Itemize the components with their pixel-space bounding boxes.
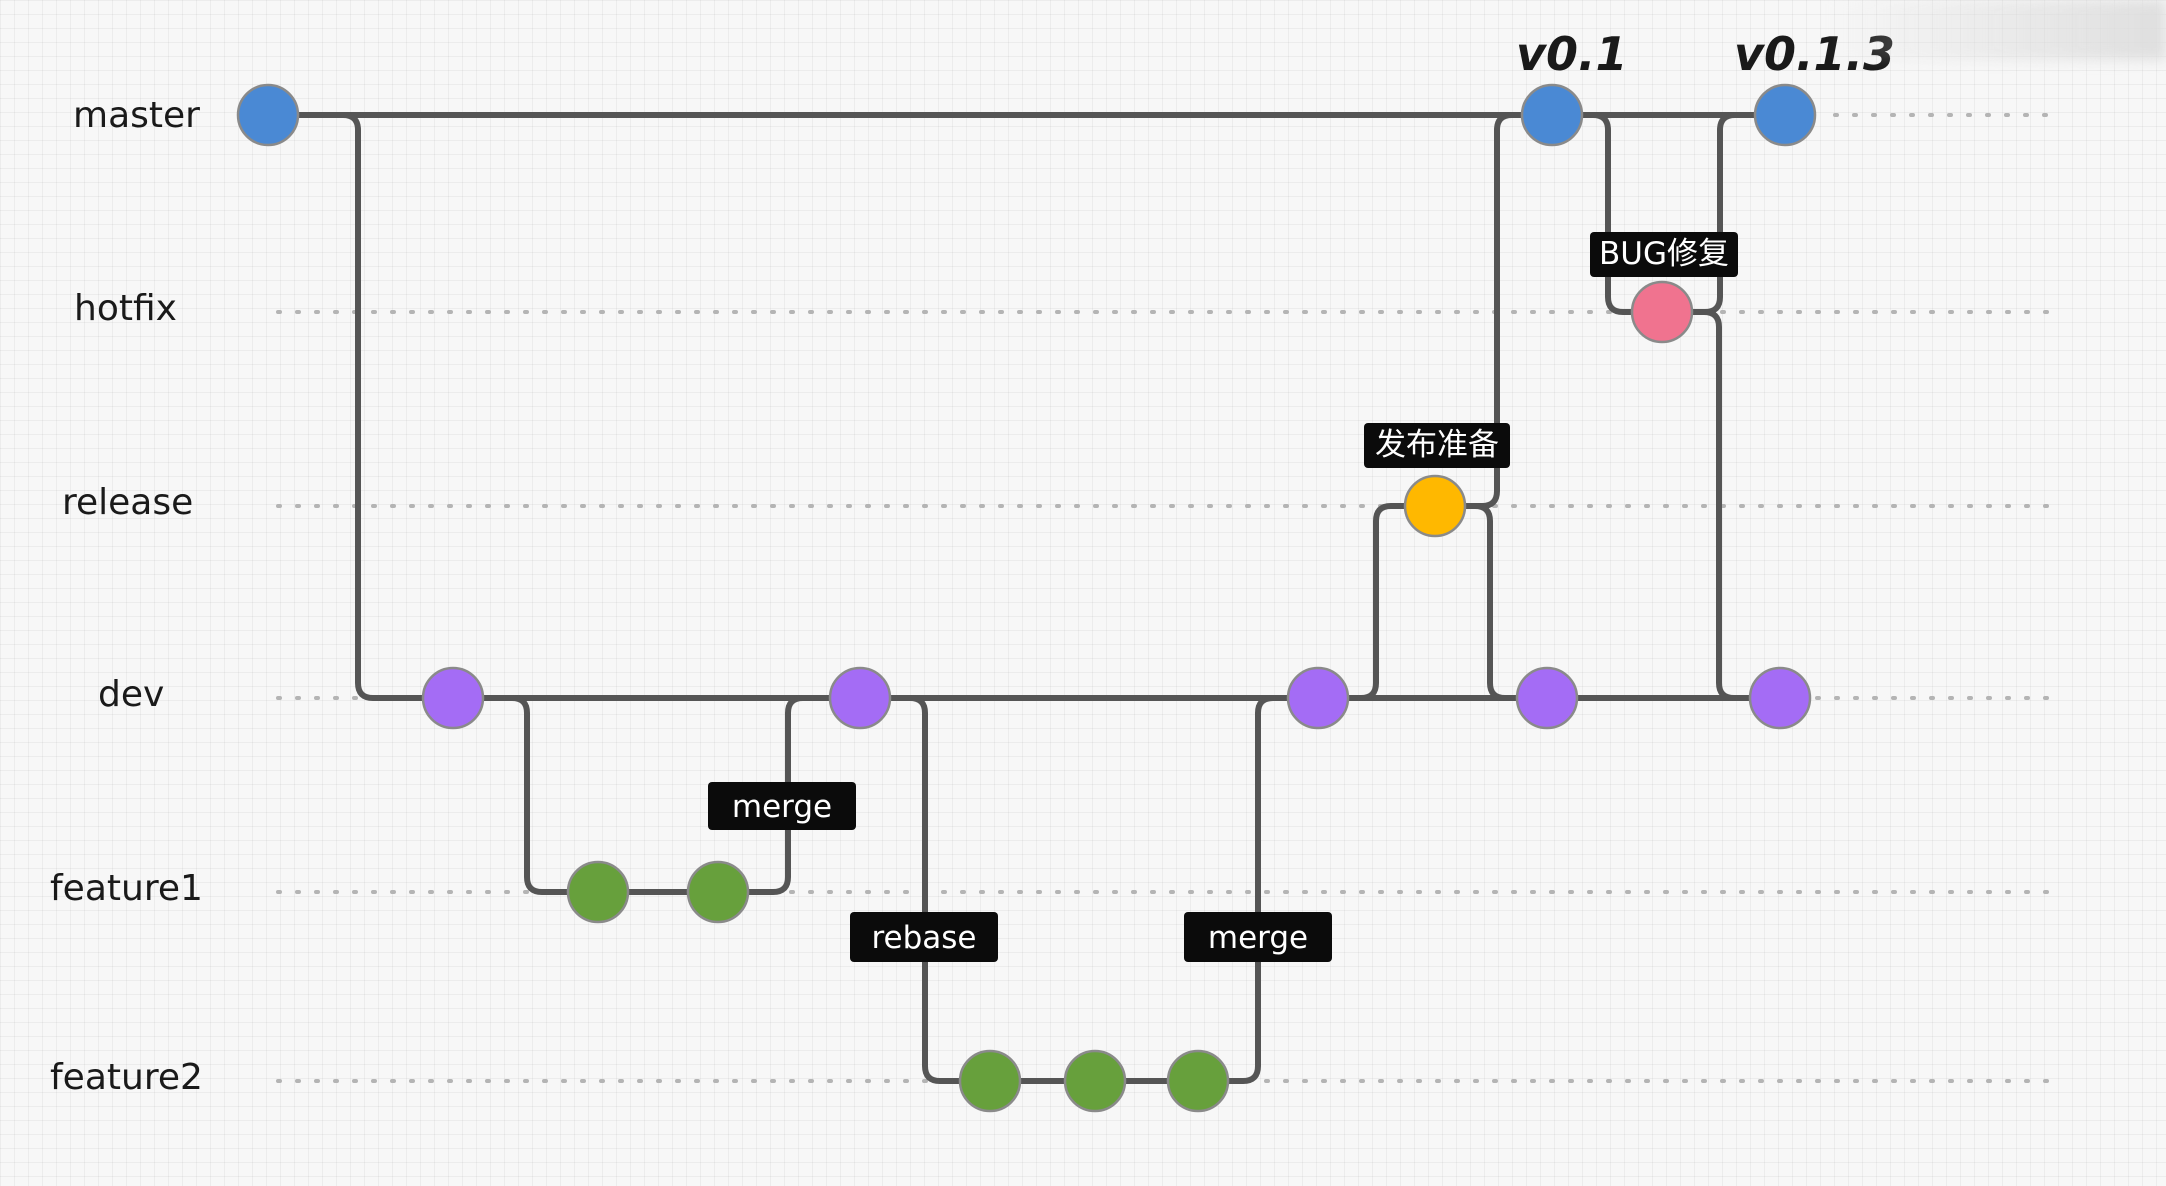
commit-master-v0-1 [1520,83,1584,147]
edge-feature2-merge [1195,695,1321,1084]
tag-merge-feature1: merge [708,782,856,830]
tag-bugfix: BUG修复 [1590,232,1738,277]
commit-dev-2 [828,666,892,730]
tag-rebase-feature2: rebase [850,912,998,962]
commit-dev-5 [1748,666,1812,730]
commit-dev-3 [1286,666,1350,730]
commit-feature2-1 [958,1049,1022,1113]
edge-master-to-dev [292,112,428,701]
branch-label-master: master [73,95,200,136]
edge-hotfix-to-dev [1659,309,1783,701]
edge-dev-to-feature1 [482,695,575,895]
branch-label-dev: dev [98,674,164,715]
branch-label-feature1: feature1 [50,868,203,909]
tag-merge-feature1-text: merge [732,789,832,825]
commit-dev-4 [1515,666,1579,730]
commits [236,83,1817,1113]
edge-dev-to-feature2-rebase [857,695,993,1084]
version-tags: v0.1 v0.1.3 [1516,27,1895,81]
commit-master-v0-1-3 [1753,83,1817,147]
branch-labels: master hotfix release dev feature1 featu… [50,95,203,1098]
commit-feature1-2 [686,860,750,924]
annotation-tags: BUG修复 发布准备 merge rebase merge [708,232,1738,962]
commit-feature2-3 [1166,1049,1230,1113]
commit-release-1 [1403,474,1467,538]
edge-hotfix-to-master [1659,112,1788,315]
edge-dev-to-release [1315,503,1438,701]
branch-edges [265,112,1788,1084]
tag-merge-feature2: merge [1184,912,1332,962]
tag-rebase-feature2-text: rebase [871,920,976,956]
commit-hotfix-1 [1630,280,1694,344]
edge-release-to-master [1432,112,1555,509]
commit-dev-1 [421,666,485,730]
commit-feature1-1 [566,860,630,924]
lane-guides [276,113,2057,1083]
version-label-v0-1: v0.1 [1516,27,1627,81]
edge-master-to-hotfix [1549,112,1665,315]
commit-feature2-2 [1063,1049,1127,1113]
tag-release-prep-text: 发布准备 [1375,427,1499,463]
tag-release-prep: 发布准备 [1364,423,1510,468]
corner-watermark-blur [1826,0,2166,60]
tag-merge-feature2-text: merge [1208,920,1308,956]
branch-label-release: release [62,482,193,523]
branch-label-feature2: feature2 [50,1057,203,1098]
commit-master-1 [236,83,300,147]
edge-release-to-dev [1432,503,1550,701]
tag-bugfix-text: BUG修复 [1599,236,1729,272]
branch-label-hotfix: hotfix [74,288,177,329]
